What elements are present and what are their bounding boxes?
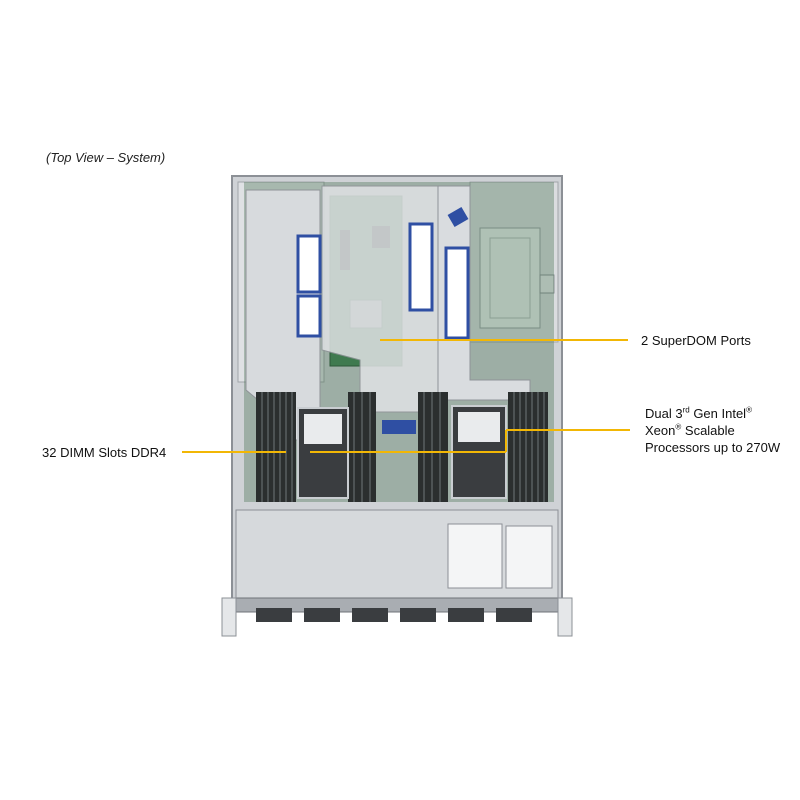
cpu-line-1-text: Dual 3: [645, 406, 683, 421]
callout-superdom-ports: 2 SuperDOM Ports: [641, 333, 751, 348]
registered-mark-1: ®: [746, 405, 752, 415]
callout-dimm-slots: 32 DIMM Slots DDR4: [42, 445, 167, 460]
cpu-line-2-post: Scalable: [681, 423, 735, 438]
callout-processors: Dual 3rd Gen Intel® Xeon® Scalable Proce…: [645, 405, 780, 456]
cpu-ordinal-sup: rd: [682, 405, 690, 415]
cpu-line-1: Dual 3rd Gen Intel®: [645, 405, 780, 422]
front-drive-cage: [235, 509, 559, 603]
cpu-line-3: Processors up to 270W: [645, 440, 781, 455]
cpu-line-1-post: Gen Intel: [689, 406, 747, 421]
cpu-line-2-text: Xeon: [645, 423, 676, 438]
view-caption: (Top View – System): [46, 150, 166, 165]
registered-mark-2: ®: [675, 422, 682, 432]
cpu-line-2: Xeon® Scalable: [645, 422, 780, 439]
